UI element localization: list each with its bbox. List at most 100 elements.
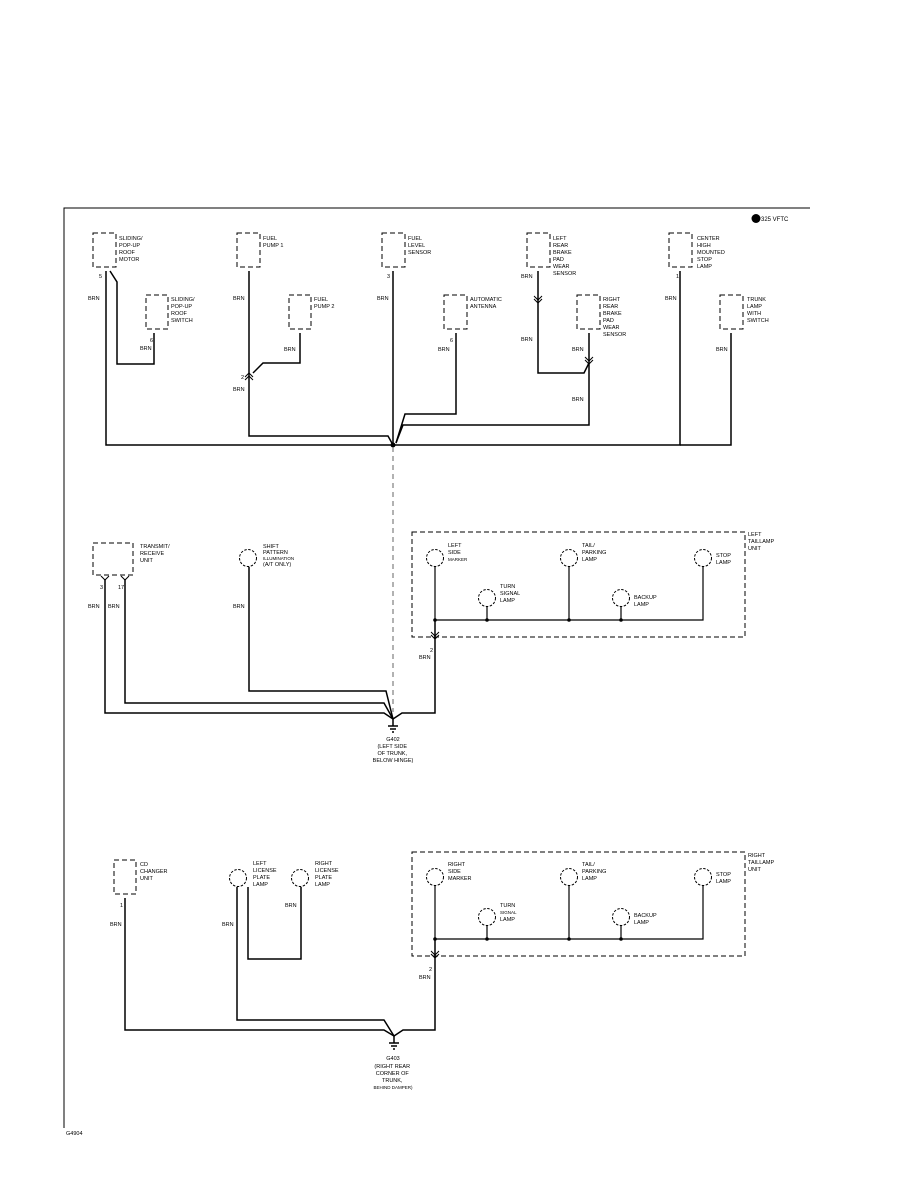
model-badge: 325 VFTC — [751, 214, 789, 223]
model-logo-icon — [751, 214, 761, 223]
fuel-pump-2-box — [288, 294, 312, 330]
wire-color-label: BRN — [233, 387, 245, 393]
right-stop-bulb-icon — [694, 868, 712, 886]
left-taillamp-unit-label: LEFT TAILLAMP UNIT — [748, 532, 776, 552]
left-tail-parking-bulb-icon — [560, 549, 578, 567]
wire-color-label: BRN — [572, 397, 584, 403]
pin-number: 6 — [450, 338, 453, 344]
top-section: SLIDING/ POP-UP ROOF MOTOR SLIDING/ POP-… — [88, 232, 769, 448]
model-label: 325 VFTC — [761, 217, 789, 223]
wire-color-label: BRN — [88, 604, 100, 610]
wire-color-label: BRN — [377, 296, 389, 302]
bottom-section: CD CHANGER UNIT 1 LEFT LICENSE PLATE LAM… — [110, 851, 776, 1090]
wire-color-label: BRN — [222, 922, 234, 928]
wire-color-label: BRN — [438, 347, 450, 353]
shift-pattern-label: SHIFT PATTERN ILLUMINATION (A/T ONLY) — [263, 544, 296, 568]
right-side-marker-label: RIGHT SIDE MARKER — [448, 862, 472, 882]
left-brake-sensor-box — [526, 232, 551, 268]
transmit-receive-label: TRANSMIT/ RECEIVE UNIT — [140, 544, 171, 564]
cd-changer-label: CD CHANGER UNIT — [140, 862, 169, 882]
splice-dot — [485, 618, 489, 622]
wire-color-label: BRN — [110, 922, 122, 928]
left-turn-signal-bulb-icon — [478, 589, 496, 607]
pin-number: 2 — [429, 967, 432, 973]
sunroof-switch-box — [145, 294, 169, 330]
pin-number: 6 — [150, 338, 153, 344]
pin-number: 2 — [241, 375, 244, 381]
wire-color-label: BRN — [716, 347, 728, 353]
top-splice-dot — [390, 442, 396, 448]
fuel-level-sensor-label: FUEL LEVEL SENSOR — [408, 236, 431, 256]
left-taillamp-bus — [434, 567, 704, 621]
splice-dot — [619, 618, 623, 622]
right-tail-parking-label: TAIL/ PARKING LAMP — [582, 862, 608, 882]
wire-color-label: BRN — [419, 655, 431, 661]
wire-center-stop-lamp — [393, 271, 681, 446]
fuel-pump-1-box — [236, 232, 261, 268]
wire-right-taillamp-unit — [393, 939, 436, 1037]
right-stop-label: STOP LAMP — [716, 872, 732, 885]
center-stop-lamp-label: CENTER HIGH MOUNTED STOP LAMP — [697, 236, 726, 270]
right-backup-bulb-icon — [612, 908, 630, 926]
left-brake-sensor-label: LEFT REAR BRAKE PAD WEAR SENSOR — [553, 236, 576, 277]
right-brake-sensor-label: RIGHT REAR BRAKE PAD WEAR SENSOR — [603, 297, 626, 338]
right-taillamp-unit-box — [411, 851, 746, 957]
wire-antenna — [395, 333, 457, 444]
sunroof-switch-label: SLIDING/ POP-UP ROOF SWITCH — [171, 297, 196, 324]
connector-chevron — [533, 295, 543, 304]
pin-number: 1 — [120, 903, 123, 909]
wire-license-link — [247, 887, 302, 960]
ground-g403-id: G403 — [386, 1056, 399, 1062]
left-license-label: LEFT LICENSE PLATE LAMP — [253, 861, 278, 888]
wire-trunk-lamp — [680, 333, 732, 446]
right-turn-signal-label: TURN SIGNAL LAMP — [500, 903, 518, 923]
right-backup-label: BACKUP LAMP — [634, 913, 658, 926]
left-license-bulb-icon — [229, 869, 247, 887]
page-code: G4904 — [66, 1131, 83, 1137]
ground-g402-id: G402 — [386, 737, 399, 743]
right-turn-signal-bulb-icon — [478, 908, 496, 926]
wire-color-label: BRN — [521, 337, 533, 343]
wire-transmit-pin-3 — [104, 579, 394, 720]
trunk-lamp-label: TRUNK LAMP WITH SWITCH — [747, 297, 769, 324]
ground-g402-icon — [388, 719, 398, 733]
fuel-pump-2-label: FUEL PUMP 2 — [314, 297, 334, 310]
pin-number: 5 — [99, 274, 102, 280]
wire-left-taillamp-unit — [392, 620, 436, 720]
cd-changer-box — [113, 859, 137, 895]
right-license-label: RIGHT LICENSE PLATE LAMP — [315, 861, 340, 888]
wire-color-label: BRN — [521, 274, 533, 280]
wire-left-brake-sensor — [537, 271, 590, 374]
fuel-pump-1-label: FUEL PUMP 1 — [263, 236, 283, 249]
wire-fuel-pump-2 — [252, 333, 301, 374]
left-taillamp-unit-box — [411, 531, 746, 638]
right-taillamp-bus — [434, 886, 704, 940]
wire-transmit-pin-17 — [124, 579, 394, 720]
left-stop-bulb-icon — [694, 549, 712, 567]
left-backup-label: BACKUP LAMP — [634, 595, 658, 608]
pin-number: 3 — [387, 274, 390, 280]
fuel-level-sensor-box — [381, 232, 406, 268]
ground-g403-location: (RIGHT REAR CORNER OF TRUNK, BEHIND DAMP… — [373, 1064, 413, 1090]
right-taillamp-unit-label: RIGHT TAILLAMP UNIT — [748, 853, 776, 873]
sunroof-motor-box — [92, 232, 117, 268]
wire-fuel-pump-1 — [248, 271, 394, 446]
wire-color-label: BRN — [233, 296, 245, 302]
left-side-marker-label: LEFT SIDE MARKER — [448, 543, 468, 562]
wire-left-license — [236, 887, 395, 1037]
connector-chevron — [100, 575, 130, 581]
wire-color-label: BRN — [140, 346, 152, 352]
automatic-antenna-box — [443, 294, 468, 330]
wire-color-label: BRN — [108, 604, 120, 610]
wire-cd-changer — [124, 898, 395, 1037]
transmit-receive-box — [92, 542, 134, 576]
pin-number: 2 — [430, 648, 433, 654]
middle-section: TRANSMIT/ RECEIVE UNIT 3 17 SHIFT PATTER… — [88, 531, 776, 764]
wire-color-label: BRN — [572, 347, 584, 353]
wire-color-label: BRN — [419, 975, 431, 981]
wire-color-label: BRN — [233, 604, 245, 610]
left-turn-signal-label: TURN SIGNAL LAMP — [500, 584, 522, 604]
connector-chevron — [430, 631, 440, 640]
left-backup-bulb-icon — [612, 589, 630, 607]
splice-dot — [567, 937, 571, 941]
